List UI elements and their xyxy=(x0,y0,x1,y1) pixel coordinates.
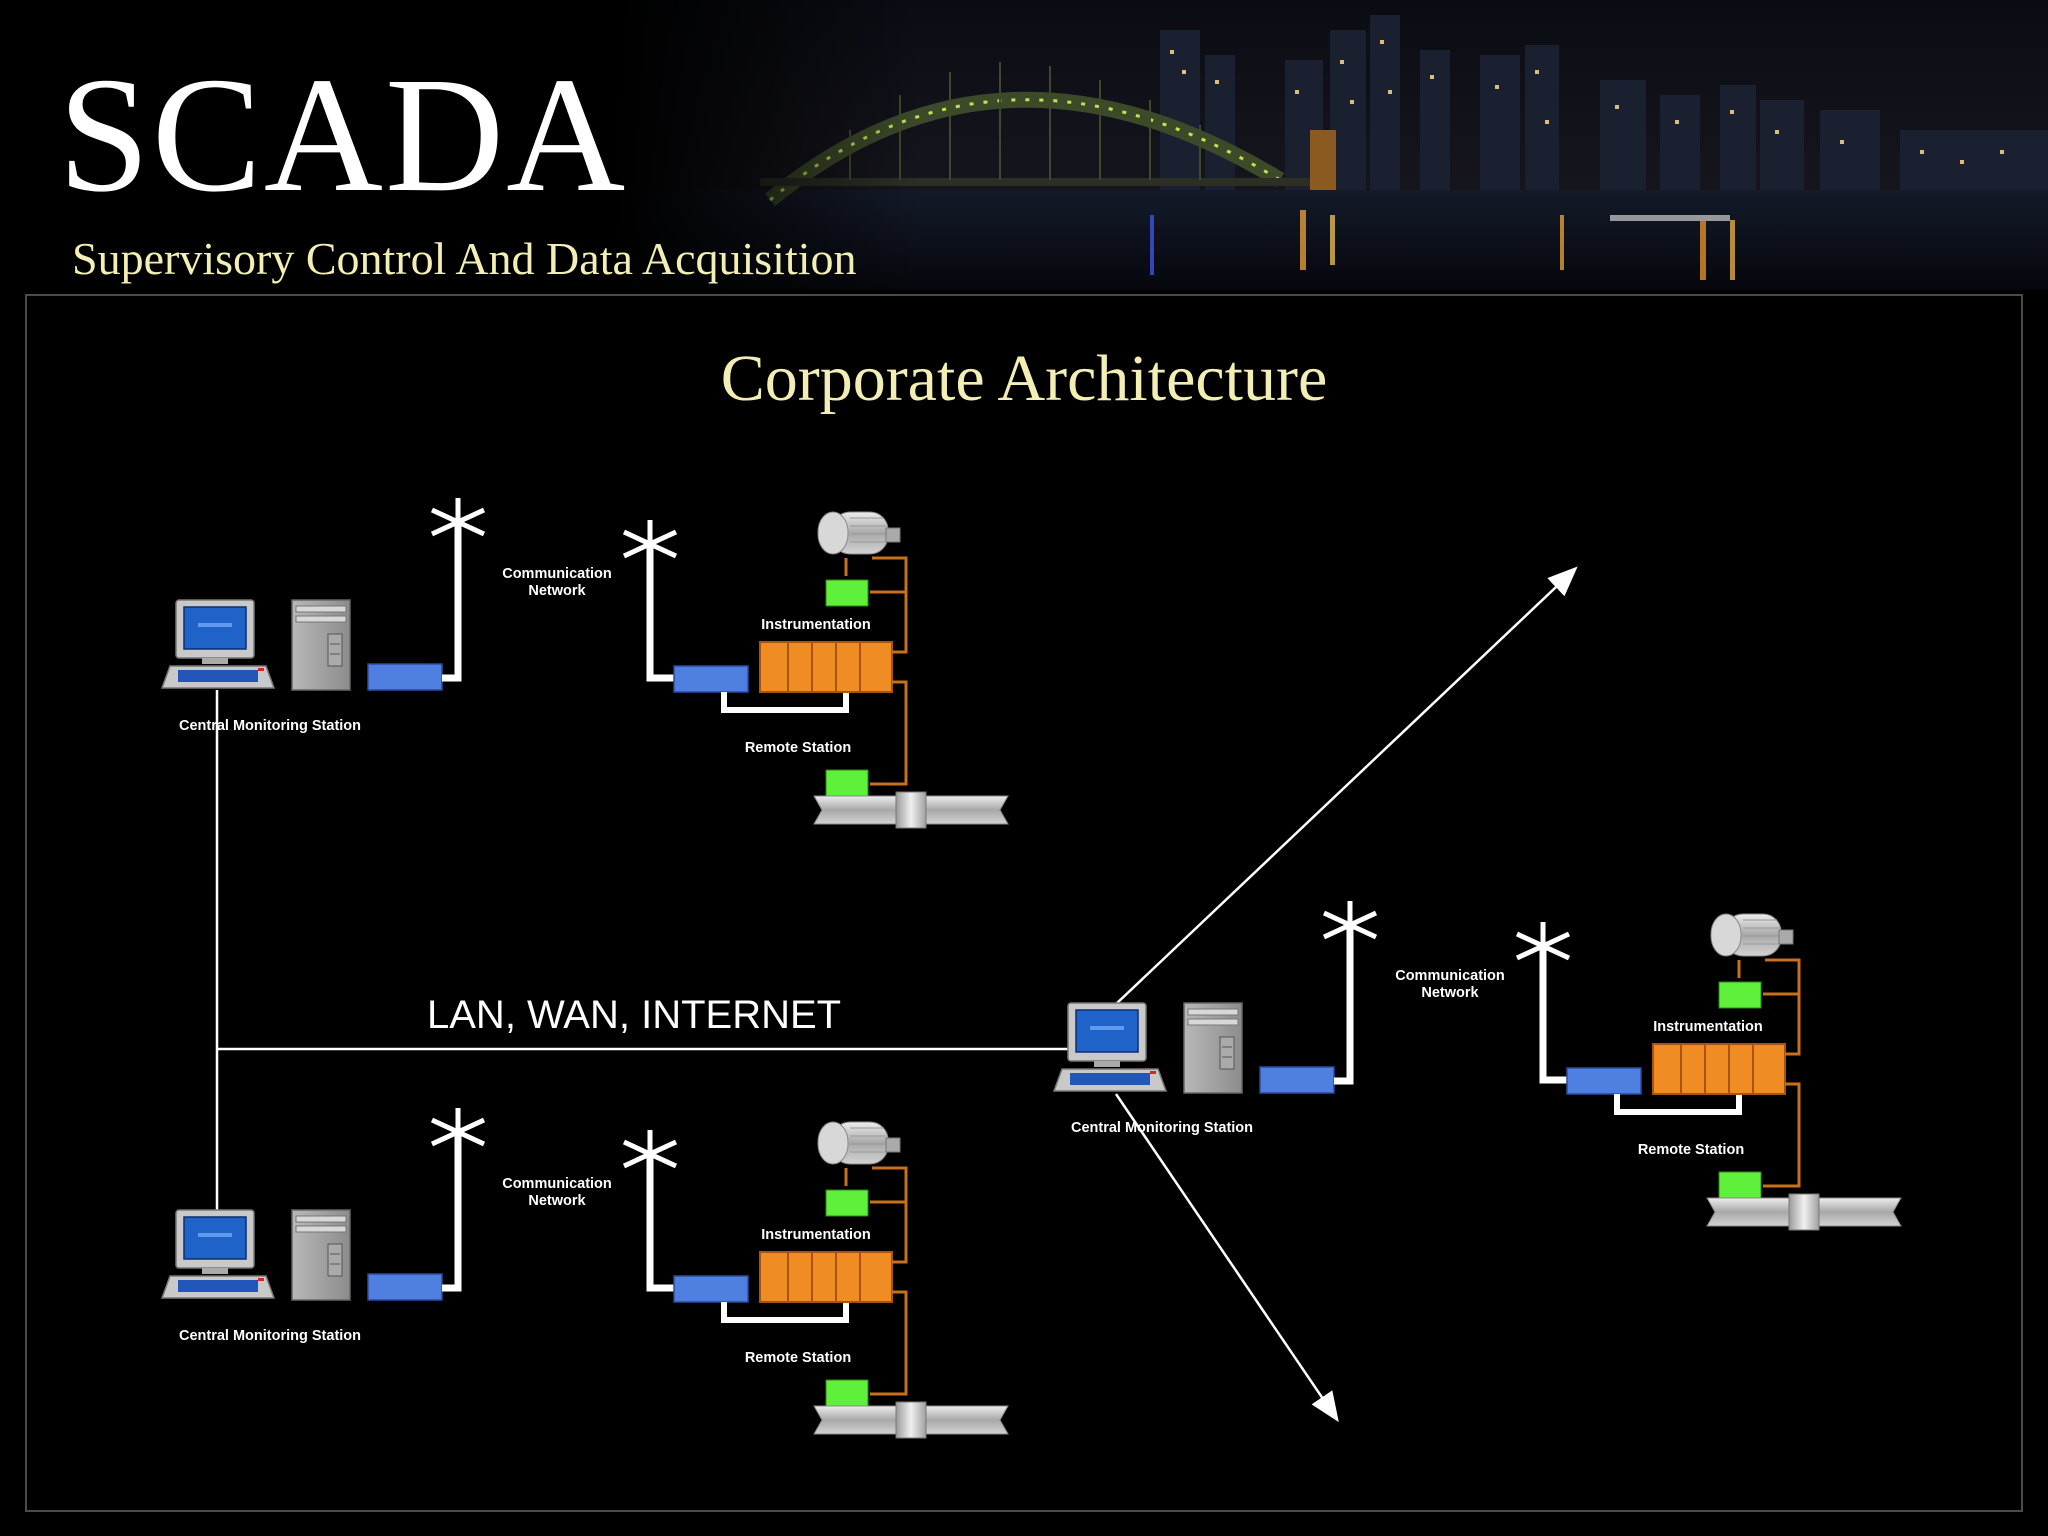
city-skyline-banner xyxy=(0,0,2048,290)
arrow-upper-right xyxy=(1115,566,1578,1005)
network-label: LAN, WAN, INTERNET xyxy=(427,993,841,1037)
instrumentation-label-1: Instrumentation xyxy=(761,617,871,633)
remote-label-1: Remote Station xyxy=(745,740,851,756)
central-monitoring-station-3 xyxy=(1054,901,1376,1093)
content-frame xyxy=(25,294,2023,1512)
instrumentation-label-3: Instrumentation xyxy=(1653,1019,1763,1035)
comm-network-label-3a: Communication xyxy=(1395,968,1505,984)
instrumentation-label-2: Instrumentation xyxy=(761,1227,871,1243)
page-subtitle: Supervisory Control And Data Acquisition xyxy=(72,233,857,284)
comm-network-label-3b: Network xyxy=(1421,985,1479,1001)
remote-station-1 xyxy=(624,512,1008,828)
comm-network-label-1b: Network xyxy=(528,583,586,599)
arrow-lower-right xyxy=(1114,1093,1339,1423)
station-label-1: Central Monitoring Station xyxy=(179,718,361,734)
station-label-2: Central Monitoring Station xyxy=(179,1328,361,1344)
comm-network-label-2b: Network xyxy=(528,1193,586,1209)
comm-network-label-2a: Communication xyxy=(502,1176,612,1192)
comm-network-label-1a: Communication xyxy=(502,566,612,582)
remote-label-2: Remote Station xyxy=(745,1350,851,1366)
remote-station-2 xyxy=(624,1122,1008,1438)
remote-station-3 xyxy=(1517,914,1901,1230)
slide-heading: Corporate Architecture xyxy=(720,342,1328,415)
remote-label-3: Remote Station xyxy=(1638,1142,1744,1158)
station-label-3: Central Monitoring Station xyxy=(1071,1120,1253,1136)
central-monitoring-station-1 xyxy=(162,498,484,690)
central-monitoring-station-2 xyxy=(162,1108,484,1300)
page-title: SCADA xyxy=(58,43,628,226)
